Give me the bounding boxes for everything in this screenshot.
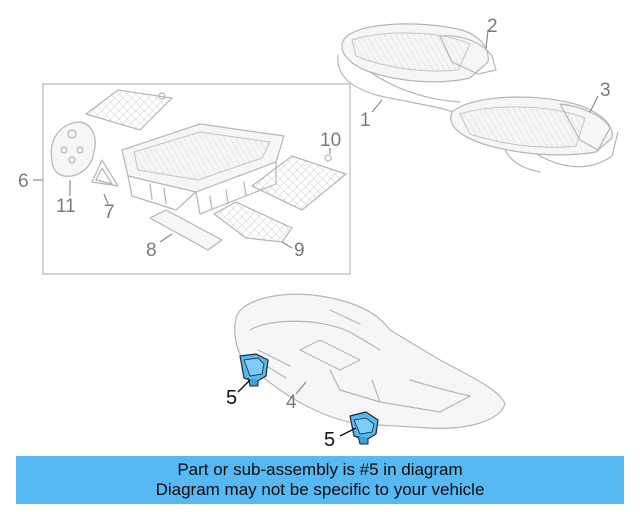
- callout-5a: 5: [226, 387, 237, 409]
- highlighted-clip-5b: [349, 411, 379, 445]
- callout-5b: 5: [324, 429, 335, 451]
- mesh-pad-10: [250, 155, 348, 211]
- seat-pan-4: [234, 293, 506, 429]
- callout-7: 7: [104, 202, 115, 223]
- callout-1: 1: [360, 110, 371, 131]
- banner-line-1: Part or sub-assembly is #5 in diagram: [177, 460, 463, 479]
- triangle-bracket-7: [91, 159, 119, 187]
- seat-frame-housing: [121, 123, 285, 215]
- seat-cushion-assembly: [337, 23, 619, 173]
- mesh-pad-top: [84, 89, 174, 131]
- sub-assembly-box: [42, 83, 351, 275]
- parts-diagram: 1 2 3 4 5 5 6 7 8 9 10 11: [18, 16, 619, 451]
- callout-11: 11: [56, 196, 76, 217]
- banner-line-2: Diagram may not be specific to your vehi…: [155, 480, 485, 499]
- callout-10: 10: [320, 130, 341, 151]
- callout-9: 9: [294, 240, 305, 261]
- callout-8: 8: [146, 240, 157, 261]
- mesh-pad-9: [212, 201, 293, 243]
- info-banner: Part or sub-assembly is #5 in diagram Di…: [16, 456, 624, 504]
- control-tray-11: [50, 121, 96, 177]
- callout-4: 4: [286, 392, 297, 413]
- callout-2: 2: [487, 16, 498, 37]
- highlighted-clip-5a: [239, 353, 269, 387]
- callout-6: 6: [18, 171, 29, 192]
- trim-strip-8: [149, 209, 223, 251]
- callout-3: 3: [600, 80, 611, 101]
